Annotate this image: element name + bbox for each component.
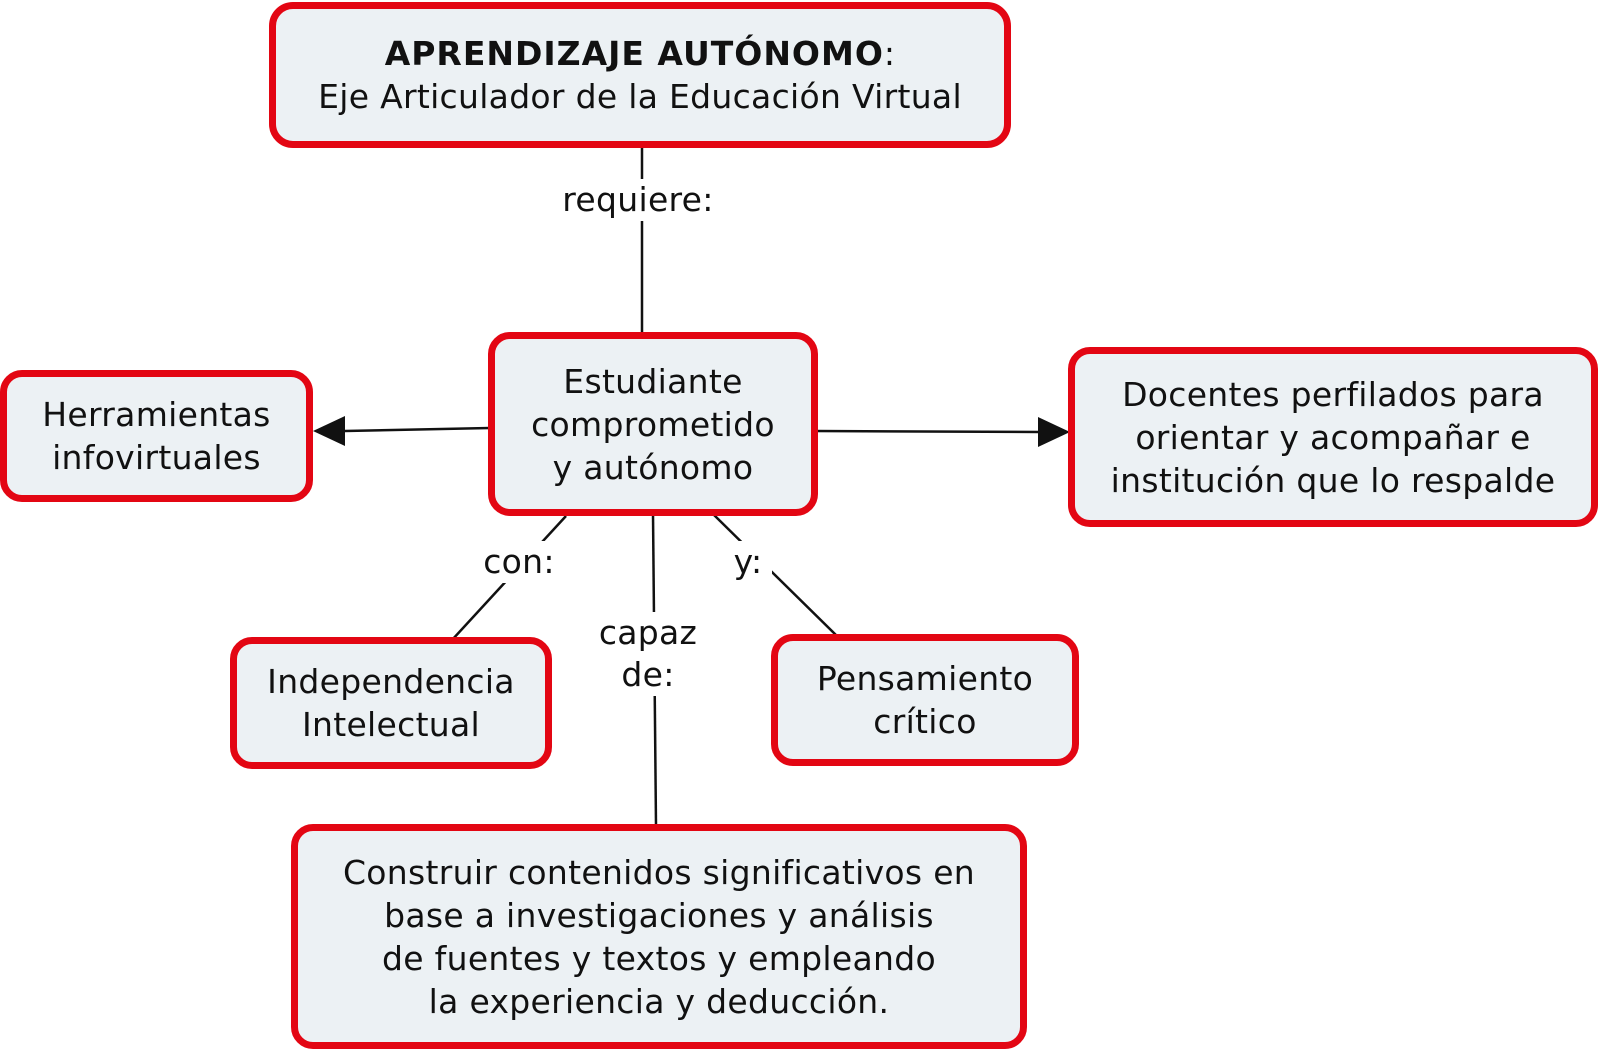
node-teachers[interactable]: Docentes perfilados para orientar y acom…: [1068, 347, 1598, 527]
node-student-line-2: comprometido: [531, 404, 775, 444]
node-build-line-1: Construir contenidos significativos en: [342, 852, 976, 892]
arrowhead-teachers: [1038, 417, 1070, 447]
link-label-capaz: capaz: [598, 613, 698, 652]
node-student-line-1: Estudiante: [563, 361, 743, 401]
node-tools-line-1: Herramientas: [42, 395, 271, 434]
node-critical[interactable]: Pensamiento crítico: [771, 634, 1079, 766]
node-student[interactable]: Estudiante comprometido y autónomo: [488, 332, 818, 516]
node-student-line-3: y autónomo: [552, 447, 754, 487]
link-label-capaz-de: capaz de:: [593, 612, 703, 696]
node-critical-line-1: Pensamiento: [816, 659, 1034, 698]
node-independence-line-1: Independencia: [267, 662, 515, 701]
link-label-de: de:: [621, 655, 675, 694]
node-build-line-4: la experiencia y deducción.: [428, 981, 890, 1021]
node-tools[interactable]: Herramientas infovirtuales: [0, 370, 313, 502]
link-label-y: y:: [724, 541, 772, 583]
connector-student-to-critical: [712, 513, 839, 638]
node-teachers-line-2: orientar y acompañar e: [1135, 417, 1531, 457]
node-independence-line-2: Intelectual: [301, 705, 481, 744]
node-title[interactable]: APRENDIZAJE AUTÓNOMO: Eje Articulador de…: [269, 2, 1011, 148]
node-teachers-line-1: Docentes perfilados para: [1122, 374, 1544, 414]
node-title-heading-line: APRENDIZAJE AUTÓNOMO:: [385, 32, 896, 75]
node-critical-line-2: crítico: [873, 702, 977, 741]
node-title-heading: APRENDIZAJE AUTÓNOMO: [384, 34, 884, 73]
node-build[interactable]: Construir contenidos significativos en b…: [291, 824, 1027, 1049]
node-tools-line-2: infovirtuales: [52, 438, 261, 477]
node-teachers-line-3: institución que lo respalde: [1110, 460, 1556, 500]
node-build-line-3: de fuentes y textos y empleando: [382, 938, 936, 978]
arrowhead-tools: [313, 416, 345, 446]
link-label-con: con:: [478, 541, 560, 583]
link-label-requiere: requiere:: [553, 179, 723, 221]
node-independence[interactable]: Independencia Intelectual: [230, 637, 552, 769]
connector-student-to-teachers: [814, 429, 1041, 434]
node-title-subtitle: Eje Articulador de la Educación Virtual: [318, 77, 962, 116]
node-title-colon: :: [883, 34, 896, 73]
connector-student-to-tools: [344, 426, 491, 433]
node-build-line-2: base a investigaciones y análisis: [384, 895, 934, 935]
